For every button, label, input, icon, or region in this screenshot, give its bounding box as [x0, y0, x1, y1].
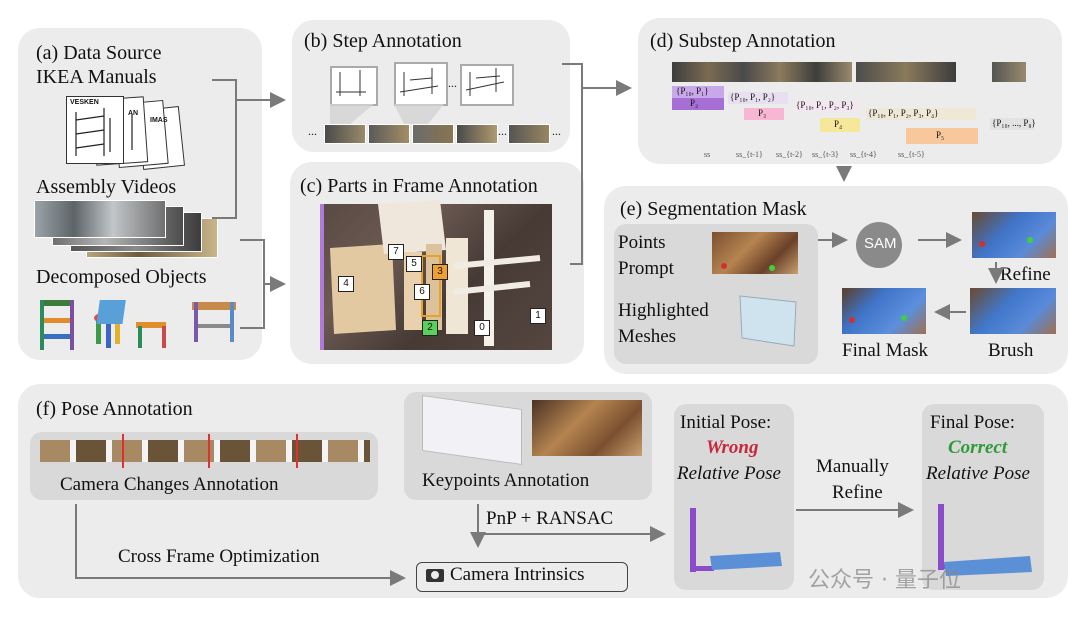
step-diagram-3 [460, 64, 514, 106]
substep-bar-1 [672, 86, 724, 98]
initial-pose-status: Wrong [706, 437, 759, 458]
highlighted-label: Highlighted [618, 300, 709, 321]
substep-tick-3: ss_{t-3} [812, 150, 839, 159]
pose-annotation-title: (f) Pose Annotation [36, 398, 193, 420]
frames-ellipsis-left: ... [308, 124, 317, 138]
step-frame-1 [324, 124, 366, 144]
substep-bar-1-label: {P₁₀, P₁} [676, 86, 709, 96]
sam-output-photo [972, 212, 1056, 258]
step-frame-5 [508, 124, 550, 144]
step-diagram-1 [330, 66, 378, 106]
substep-frame-strip-1 [672, 62, 852, 82]
watermark: 公众号 · 量子位 [808, 568, 961, 593]
substep-bar-2 [672, 98, 724, 110]
brush-photo [970, 288, 1056, 334]
substep-bar-6 [820, 118, 860, 132]
step-frame-3 [412, 124, 454, 144]
substep-bar-6-label: P₄ [834, 119, 843, 129]
final-mask-photo [842, 288, 926, 334]
substep-bar-5 [794, 100, 858, 112]
initial-pose-sub: Relative Pose [677, 463, 781, 484]
substep-bar-7-label: {P₁₀, P₁, P₂, P₃, P₄} [868, 108, 939, 118]
refine-label: Refine [1000, 264, 1051, 285]
final-pose-sub: Relative Pose [926, 463, 1030, 484]
camera-intrinsics-box [416, 562, 628, 592]
substep-annotation-title: (d) Substep Annotation [650, 30, 836, 52]
manual-title-1: VESKEN [70, 99, 99, 106]
camera-changes-label: Camera Changes Annotation [60, 474, 279, 495]
prompt-photo [712, 232, 798, 274]
keypoints-photo [532, 400, 642, 456]
substep-bar-4 [744, 108, 784, 120]
manually-label: Manually [816, 456, 889, 477]
substep-bar-3 [728, 92, 788, 104]
part-tag-7: 7 [388, 244, 404, 260]
substep-tick-1: ss_{t-1} [736, 150, 763, 159]
part-tag-6: 6 [414, 284, 430, 300]
substep-tick-2: ss_{t-2} [776, 150, 803, 159]
meshes-label: Meshes [618, 326, 677, 347]
assembly-videos-label: Assembly Videos [36, 176, 177, 198]
camera-frames-strip [40, 440, 370, 462]
points-label: Points [618, 232, 666, 253]
frames-ellipsis-middle: ... [498, 124, 507, 138]
parts-in-frame-title: (c) Parts in Frame Annotation [300, 175, 538, 197]
manual-page-1 [66, 96, 124, 164]
substep-tick-5: ss_{t-5} [898, 150, 925, 159]
substep-bar-8-label: P₅ [936, 130, 945, 140]
camera-intrinsics-label: Camera Intrinsics [450, 564, 585, 585]
substep-bar-9-label: {P₁₀, ..., P₈} [992, 118, 1036, 128]
keypoints-label: Keypoints Annotation [422, 470, 590, 491]
prompt-label: Prompt [618, 258, 674, 279]
camera-icon-lens [431, 571, 439, 579]
step-ellipsis: ... [448, 76, 457, 90]
part-tag-2: 2 [422, 320, 438, 336]
step-diagram-2 [394, 62, 448, 106]
step-annotation-title: (b) Step Annotation [304, 30, 462, 52]
substep-tick-0: ss [704, 150, 711, 159]
initial-pose-title: Initial Pose: [680, 412, 772, 433]
sam-label: SAM [864, 235, 897, 252]
substep-bar-8 [906, 128, 978, 144]
sam-circle [856, 222, 902, 268]
video-frame-1 [34, 200, 166, 238]
substep-frame-strip-2 [856, 62, 956, 82]
final-mask-label: Final Mask [842, 340, 929, 361]
ikea-manuals-label: IKEA Manuals [36, 66, 157, 88]
brush-label: Brush [988, 340, 1034, 361]
substep-tick-4: ss_{t-4} [850, 150, 877, 159]
substep-bar-2-label: P₂ [690, 98, 699, 108]
part-tag-1: 1 [530, 308, 546, 324]
part-tag-5: 5 [406, 256, 422, 272]
final-pose-status: Correct [948, 437, 1008, 458]
manual-title-2: AN [128, 110, 139, 117]
decomposed-objects-label: Decomposed Objects [36, 266, 207, 288]
substep-bar-4-label: P₃ [758, 108, 767, 118]
manual-title-3: IMAS [150, 117, 168, 124]
substep-bar-9 [990, 118, 1034, 130]
step-frame-2 [368, 124, 410, 144]
final-pose-title: Final Pose: [930, 412, 1015, 433]
substep-bar-7 [866, 108, 976, 120]
part-tag-3: 3 [432, 264, 448, 280]
part-tag-0: 0 [474, 320, 490, 336]
frames-ellipsis-right: ... [552, 124, 561, 138]
cross-frame-label: Cross Frame Optimization [118, 546, 320, 567]
part-tag-4: 4 [338, 276, 354, 292]
manually-refine-label: Refine [832, 482, 883, 503]
substep-frame-strip-3 [992, 62, 1026, 82]
substep-bar-5-label: {P₁₀, P₁, P₂, P₃} [796, 100, 854, 110]
step-frame-4 [456, 124, 498, 144]
pnp-ransac-label: PnP + RANSAC [486, 508, 614, 529]
substep-bar-3-label: {P₁₀, P₁, P₂} [730, 92, 776, 102]
segmentation-mask-title: (e) Segmentation Mask [620, 198, 807, 220]
data-source-title: (a) Data Source [36, 42, 162, 64]
